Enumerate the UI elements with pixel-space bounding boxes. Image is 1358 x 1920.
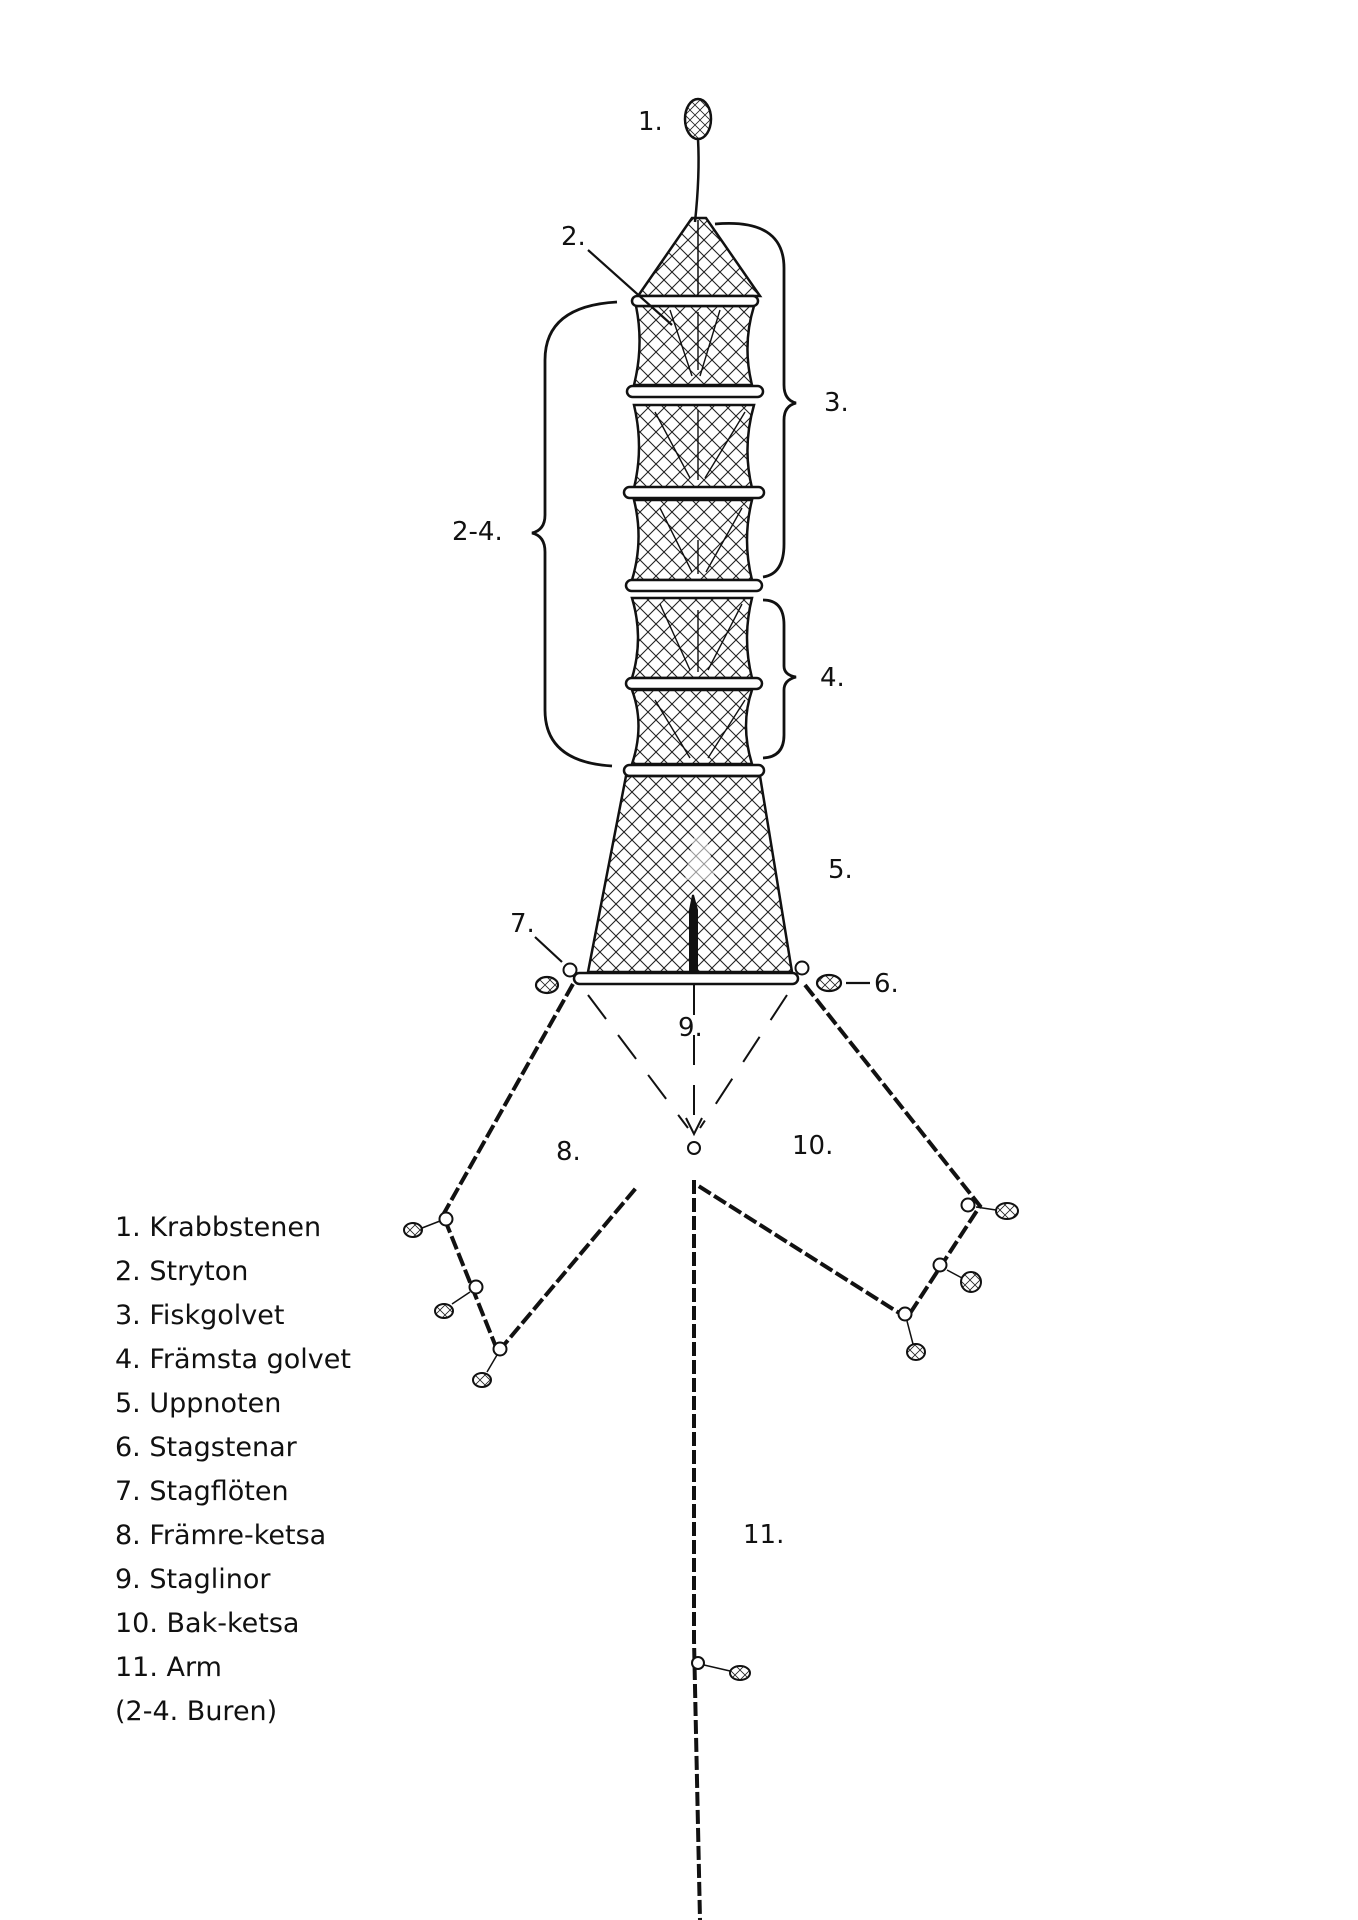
trap-top-cone [635,216,763,298]
label-buren: 2-4. [452,517,503,547]
ketsa-stone-rope [906,1206,997,1345]
framre-ketsa-net [440,983,638,1356]
stagsten-stone [534,975,560,995]
ketsa-float [897,1306,913,1322]
leader-stagfloten [534,936,563,963]
label-stagstenar: 6. [874,969,899,999]
krabbstenen-stone [683,97,713,141]
stagflote-float [562,962,578,978]
leader-stryton [587,249,673,326]
trap-chamber [632,304,756,387]
label-fiskgolvet: 3. [824,388,849,418]
ketsa-stone [960,1271,982,1293]
ketsa-float [438,1211,454,1227]
ketsa-stone [995,1202,1019,1220]
ketsa-float [932,1257,948,1273]
ketsa-stone [403,1222,423,1238]
legend-item: 8. Främre-ketsa [115,1520,327,1551]
legend-item: (2-4. Buren) [115,1696,278,1727]
legend: 1. Krabbstenen 2. Stryton 3. Fiskgolvet … [115,1206,351,1734]
label-framsta-golvet: 4. [820,663,845,693]
staglinor-line [699,994,788,1129]
legend-item: 10. Bak-ketsa [115,1608,300,1639]
legend-item: 4. Främsta golvet [115,1344,351,1375]
arm-float [691,1656,705,1670]
trap-chamber [630,688,754,766]
ketsa-stone-rope [421,1220,498,1373]
legend-item: 1. Krabbstenen [115,1212,322,1243]
brace-buren [531,300,618,768]
arm-stone-rope [703,1664,731,1672]
arm-stone [729,1665,751,1681]
trap-hoop [624,578,764,593]
staglinor-line [587,994,689,1129]
ketsa-stone [906,1343,926,1361]
legend-item: 11. Arm [115,1652,222,1683]
center-float [687,1141,701,1155]
ketsa-stone [472,1372,492,1388]
label-framre-ketsa: 8. [556,1137,581,1167]
trap-hoop [624,676,764,691]
label-arm: 11. [743,1520,784,1550]
ketsa-float [492,1341,508,1357]
trap-hoop [622,763,766,778]
uppnoten-funnel [586,774,794,974]
trap-hoop [625,384,765,399]
stagsten-stone [815,973,843,993]
label-staglinor: 9. [678,1013,703,1043]
arm-net [692,1180,702,1920]
funnel-mouth-bar [572,971,800,986]
legend-item: 3. Fiskgolvet [115,1300,285,1331]
legend-item: 9. Staglinor [115,1564,271,1595]
legend-item: 5. Uppnoten [115,1388,282,1419]
label-krabbstenen: 1. [638,107,663,137]
trap-hoop [622,485,766,500]
legend-item: 2. Stryton [115,1256,249,1287]
legend-item: 7. Stagflöten [115,1476,289,1507]
brace-fiskgolvet [714,221,797,579]
staglinor-arrow [685,1117,703,1137]
label-uppnoten: 5. [828,855,853,885]
label-stryton: 2. [561,222,586,252]
ketsa-stone [434,1303,454,1319]
label-bak-ketsa: 10. [792,1131,833,1161]
trap-hoop [630,294,760,308]
brace-framsta-golvet [762,598,797,760]
trap-chamber [630,498,754,582]
legend-item: 6. Stagstenar [115,1432,297,1463]
trap-chamber [630,596,754,680]
trap-chamber [632,403,756,490]
ketsa-float [960,1197,976,1213]
ketsa-float [468,1279,484,1295]
label-stagfloten: 7. [510,909,535,939]
anchor-line [693,138,700,223]
stagflote-float [794,960,810,976]
